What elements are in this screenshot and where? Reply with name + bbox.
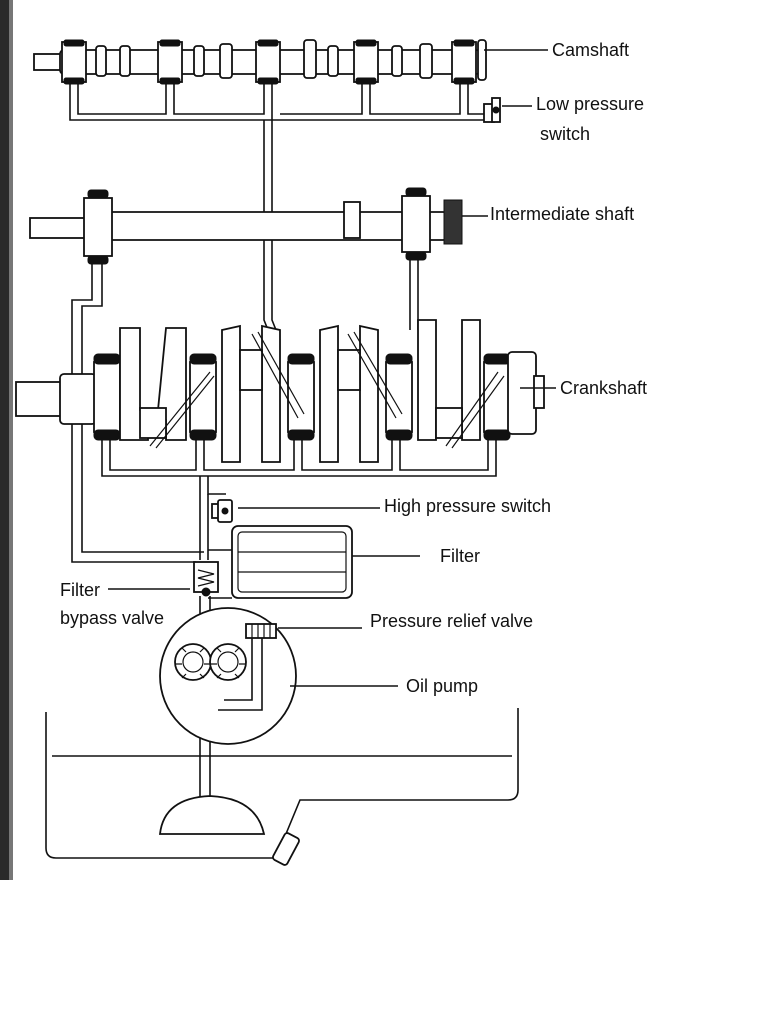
label-filter-bypass-valve-line2: bypass valve [60,608,164,628]
oil-filter [208,525,353,599]
oil-sump [45,708,519,866]
crankshaft [15,319,545,463]
label-oil-pump: Oil pump [406,676,478,696]
label-low-pressure-switch-line1: Low pressure [536,94,644,114]
filter-bypass-valve [193,561,219,597]
drain-plug [272,832,300,866]
leader-lines [108,49,556,687]
label-crankshaft: Crankshaft [560,378,647,398]
label-low-pressure-switch-line2: switch [540,124,590,144]
cam-lobes [95,39,487,81]
pressure-relief-valve [218,623,277,711]
label-intermediate-shaft: Intermediate shaft [490,204,634,224]
label-high-pressure-switch: High pressure switch [384,496,551,516]
label-camshaft: Camshaft [552,40,629,60]
low-pressure-switch [483,97,501,123]
scan-edge-shadow [9,0,13,880]
intermediate-shaft [29,187,463,265]
high-pressure-switch [211,499,233,523]
label-filter-bypass-valve-line1: Filter [60,580,100,600]
camshaft [33,39,487,85]
crankshaft-feed-gallery [101,440,497,560]
label-pressure-relief-valve: Pressure relief valve [370,611,533,631]
scan-edge [0,0,9,880]
intermediate-gear [443,199,463,245]
camshaft-bearings [61,39,477,85]
label-filter: Filter [440,546,480,566]
